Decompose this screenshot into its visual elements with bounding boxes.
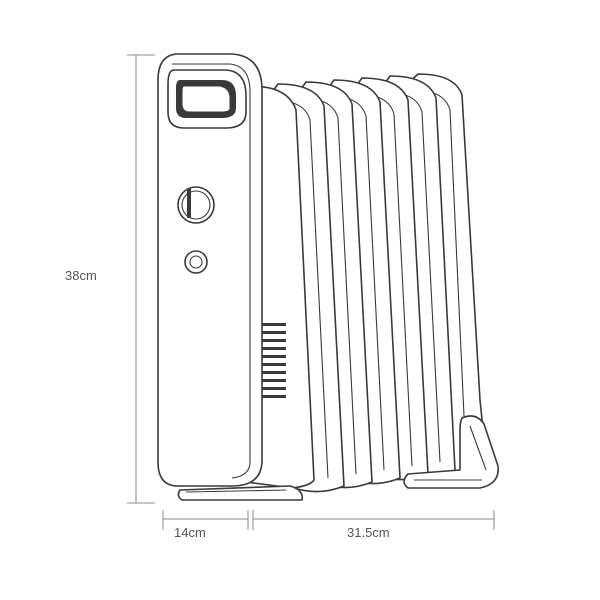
front-foot xyxy=(177,485,304,501)
width-dimension: 31.5cm xyxy=(252,510,495,540)
height-label: 38cm xyxy=(65,268,97,283)
power-indicator-icon xyxy=(184,250,208,274)
vent-grille xyxy=(262,323,286,398)
handle-icon xyxy=(167,69,247,129)
radiator-drawing xyxy=(157,53,499,501)
height-dimension: 38cm xyxy=(65,54,155,504)
depth-dimension: 14cm xyxy=(162,510,249,540)
width-label: 31.5cm xyxy=(347,525,390,540)
rear-foot xyxy=(403,415,499,489)
thermostat-knob-icon[interactable] xyxy=(177,186,215,224)
depth-label: 14cm xyxy=(174,525,206,540)
control-panel xyxy=(157,53,263,487)
